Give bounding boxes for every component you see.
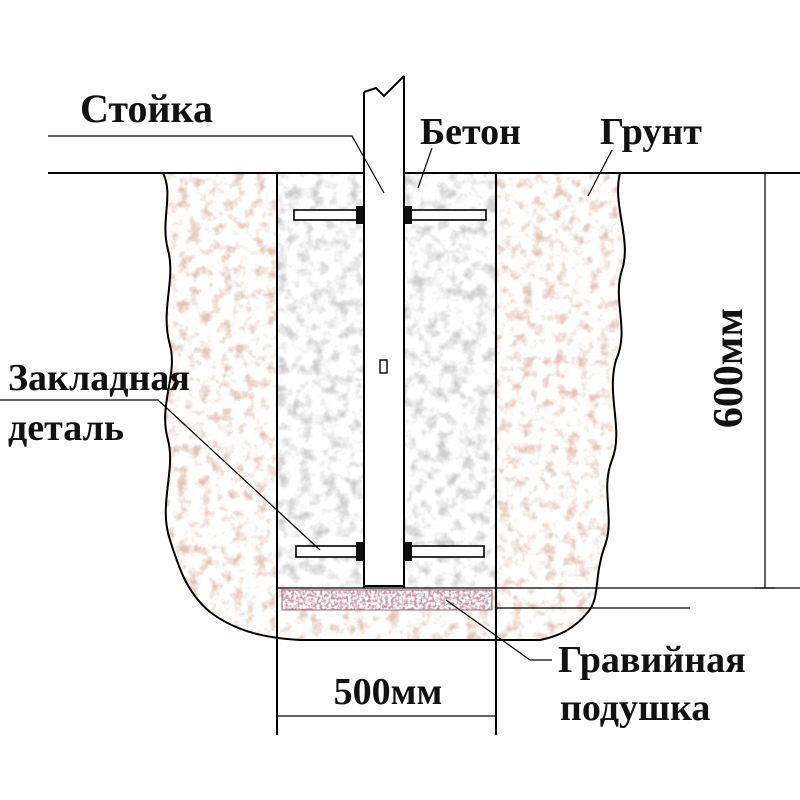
depth-dimension: 600мм [706,172,775,589]
gravel-cushion-label-line1: Гравийная [558,639,746,681]
embedded-part-label-line2: деталь [8,407,124,449]
leader-lines [0,135,613,661]
width-label: 500мм [334,671,443,713]
concrete-label: Бетон [420,111,521,153]
width-dimension: 500мм [277,671,496,717]
soil-label: Грунт [600,111,702,153]
post [363,75,405,588]
embedded-part-label-line1: Закладная [8,357,190,399]
gravel-cushion [281,589,493,611]
post-label: Стойка [80,86,213,131]
depth-label: 600мм [706,308,752,428]
gravel-cushion-label-line2: подушка [560,687,710,729]
post-bolt-hole [379,359,388,374]
